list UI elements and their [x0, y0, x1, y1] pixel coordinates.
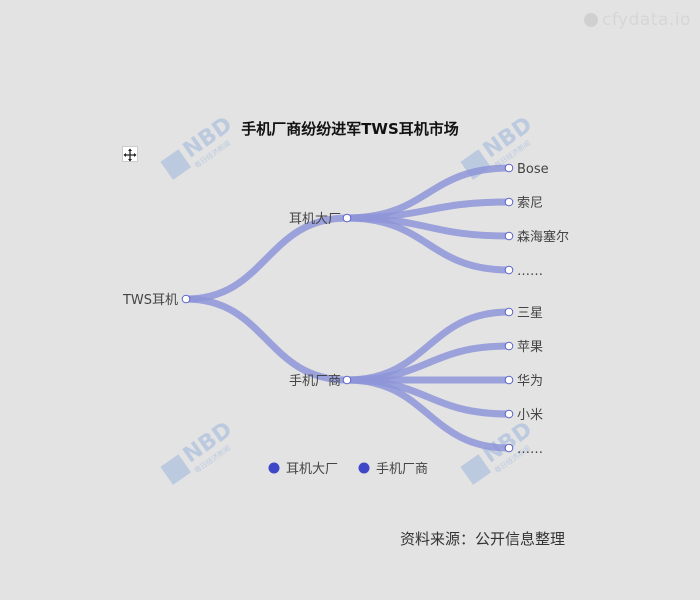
group-label: 耳机大厂	[289, 212, 341, 227]
group-label: 手机厂商	[289, 374, 341, 389]
root-link	[182, 295, 351, 384]
legend-label: 耳机大厂	[286, 462, 338, 477]
leaf-node	[504, 443, 514, 453]
top-watermark-text: cfydata.io	[602, 10, 691, 30]
group-node	[342, 375, 352, 385]
root-link	[182, 214, 351, 303]
leaf-node	[504, 163, 514, 173]
leaf-label: Bose	[517, 162, 549, 177]
leaf-label: 苹果	[517, 340, 543, 355]
group-node	[342, 213, 352, 223]
watermark-logo-icon	[584, 13, 598, 27]
leaf-node	[504, 409, 514, 419]
leaf-label: 索尼	[517, 196, 543, 211]
leaf-node	[504, 265, 514, 275]
leaf-label: ……	[517, 264, 543, 279]
leaf-label: 三星	[517, 306, 543, 321]
leaf-label: 森海塞尔	[517, 229, 569, 245]
leaf-node	[504, 197, 514, 207]
tree-links	[182, 164, 513, 452]
leaf-node	[504, 375, 514, 385]
branch-link	[343, 214, 513, 274]
legend-label: 手机厂商	[376, 462, 428, 477]
leaf-node	[504, 341, 514, 351]
leaf-node	[504, 307, 514, 317]
legend-marker	[358, 462, 370, 474]
branch-link	[343, 376, 513, 452]
move-arrows-icon	[123, 148, 137, 162]
legend-marker	[268, 462, 280, 474]
root-node	[181, 294, 191, 304]
leaf-label: 小米	[517, 408, 543, 423]
move-icon[interactable]	[122, 146, 138, 162]
source-note: 资料来源：公开信息整理	[400, 530, 566, 548]
top-watermark: cfydata.io	[584, 10, 691, 30]
nbd-watermark-mark	[460, 454, 492, 485]
chart-title: 手机厂商纷纷进军TWS耳机市场	[241, 120, 459, 138]
leaf-label: 华为	[517, 374, 543, 389]
leaf-label: ……	[517, 442, 543, 457]
nbd-watermark-mark	[160, 149, 192, 180]
leaf-node	[504, 231, 514, 241]
nbd-watermark-mark	[160, 454, 192, 485]
root-label: TWS耳机	[122, 293, 178, 308]
